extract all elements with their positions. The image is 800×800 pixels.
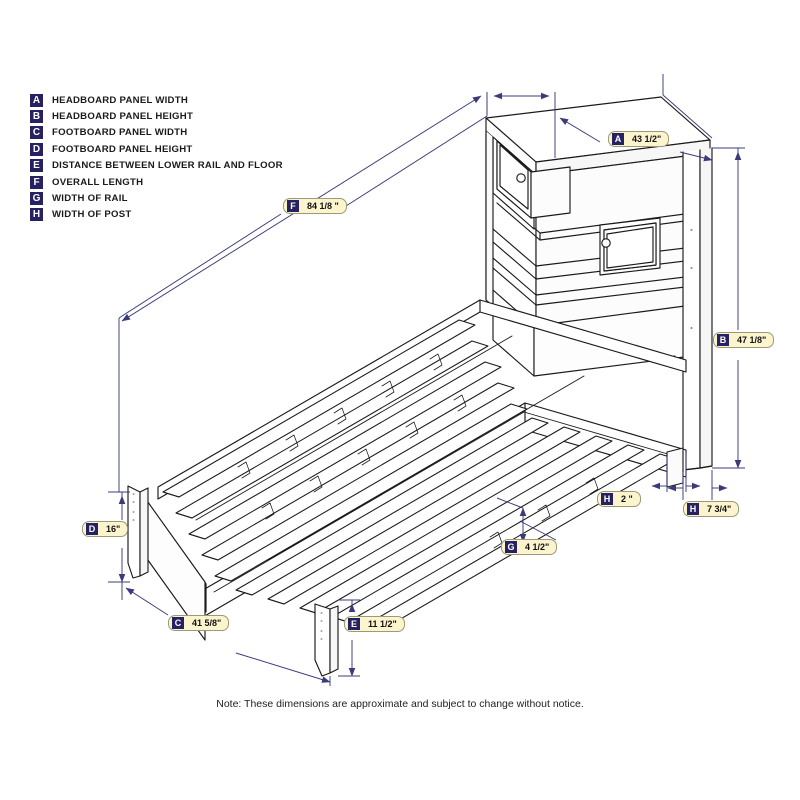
bed-geometry — [127, 96, 713, 677]
callout-badge-h2: H — [687, 503, 699, 515]
callout-value-a: 43 1/2" — [632, 134, 662, 144]
callout-value-g: 4 1/2" — [525, 542, 550, 552]
callout-badge-e: E — [348, 618, 360, 630]
legend-item-e: E DISTANCE BETWEEN LOWER RAIL AND FLOOR — [30, 158, 360, 174]
legend-label-e: DISTANCE BETWEEN LOWER RAIL AND FLOOR — [52, 160, 283, 172]
headboard-post-left — [485, 130, 494, 307]
callout-h-post-width-7-3-4: H 7 3/4" — [683, 501, 740, 517]
legend-item-h: H WIDTH OF POST — [30, 207, 360, 223]
disclaimer-note: Note: These dimensions are approximate a… — [216, 698, 584, 710]
legend-item-b: B HEADBOARD PANEL HEIGHT — [30, 108, 360, 124]
leg-fastener-marks — [132, 493, 323, 640]
headboard-sliding-door-lower — [601, 222, 657, 272]
legend-badge-d: D — [30, 142, 43, 156]
callout-g-rail-width: G 4 1/2" — [501, 539, 558, 555]
slat-group — [162, 319, 677, 632]
legend-label-g: WIDTH OF RAIL — [52, 193, 128, 205]
callout-h-post-width-2: H 2 " — [597, 491, 641, 507]
dimension-h-post-width-7-3-4 — [667, 470, 728, 500]
legend-badge-f: F — [30, 175, 43, 189]
callout-value-b: 47 1/8" — [737, 335, 767, 345]
callout-value-d: 16" — [106, 524, 121, 534]
dimension-e-rail-to-floor — [338, 599, 360, 677]
callout-badge-h1: H — [601, 493, 613, 505]
footboard-leg-near — [314, 603, 339, 677]
legend-item-c: C FOOTBOARD PANEL WIDTH — [30, 125, 360, 141]
legend-label-b: HEADBOARD PANEL HEIGHT — [52, 111, 194, 123]
callout-badge-c: C — [172, 617, 184, 629]
legend-badge-e: E — [30, 159, 43, 173]
callout-badge-a: A — [612, 133, 624, 145]
slat-center-support — [195, 335, 585, 561]
callout-c-footboard-width: C 41 5/8" — [168, 615, 230, 631]
legend-badge-a: A — [30, 93, 43, 107]
headboard-leg-near — [666, 447, 684, 488]
post-fastener-marks — [673, 229, 693, 357]
callout-value-h1: 2 " — [621, 494, 633, 504]
slat-webbing-marks — [237, 353, 599, 549]
headboard-post-right — [682, 147, 713, 471]
legend-item-d: D FOOTBOARD PANEL HEIGHT — [30, 141, 360, 157]
callout-value-f: 84 1/8 " — [307, 201, 339, 211]
callout-badge-d: D — [86, 523, 98, 535]
dimension-d-footboard-height — [108, 491, 130, 583]
callout-value-c: 41 5/8" — [192, 618, 222, 628]
legend-badge-g: G — [30, 192, 43, 206]
dimension-a-headboard-width — [486, 74, 713, 162]
callout-badge-f: F — [287, 200, 299, 212]
headboard-sliding-door-upper — [496, 140, 571, 219]
dimension-h-post-width-2 — [651, 452, 701, 492]
callout-badge-g: G — [505, 541, 517, 553]
callout-d-footboard-height: D 16" — [82, 521, 129, 537]
legend-label-f: OVERALL LENGTH — [52, 176, 144, 188]
callout-value-h2: 7 3/4" — [707, 504, 732, 514]
legend-badge-h: H — [30, 208, 43, 222]
legend-label-c: FOOTBOARD PANEL WIDTH — [52, 127, 188, 139]
callout-value-e: 11 1/2" — [368, 619, 397, 629]
legend-label-d: FOOTBOARD PANEL HEIGHT — [52, 143, 193, 155]
legend-item-g: G WIDTH OF RAIL — [30, 190, 360, 206]
callout-b-headboard-height: B 47 1/8" — [713, 332, 775, 348]
legend-item-a: A HEADBOARD PANEL WIDTH — [30, 92, 360, 108]
dimension-b-headboard-height — [712, 147, 745, 469]
callout-f-overall-length: F 84 1/8 " — [283, 198, 347, 214]
rail-ledger-near — [213, 411, 679, 593]
legend-badge-b: B — [30, 110, 43, 124]
legend-label-h: WIDTH OF POST — [52, 209, 132, 221]
legend-item-f: F OVERALL LENGTH — [30, 174, 360, 190]
dimension-c-footboard-width — [121, 582, 331, 686]
legend-label-a: HEADBOARD PANEL WIDTH — [52, 94, 189, 106]
footboard-leg-far — [127, 485, 149, 579]
callout-badge-b: B — [717, 334, 729, 346]
dimension-g-rail-width — [496, 497, 557, 543]
callout-a-headboard-width: A 43 1/2" — [608, 131, 670, 147]
legend: A HEADBOARD PANEL WIDTH B HEADBOARD PANE… — [30, 92, 360, 223]
legend-badge-c: C — [30, 126, 43, 140]
headboard-shelf-board — [485, 251, 711, 306]
callout-e-rail-to-floor: E 11 1/2" — [344, 616, 405, 632]
